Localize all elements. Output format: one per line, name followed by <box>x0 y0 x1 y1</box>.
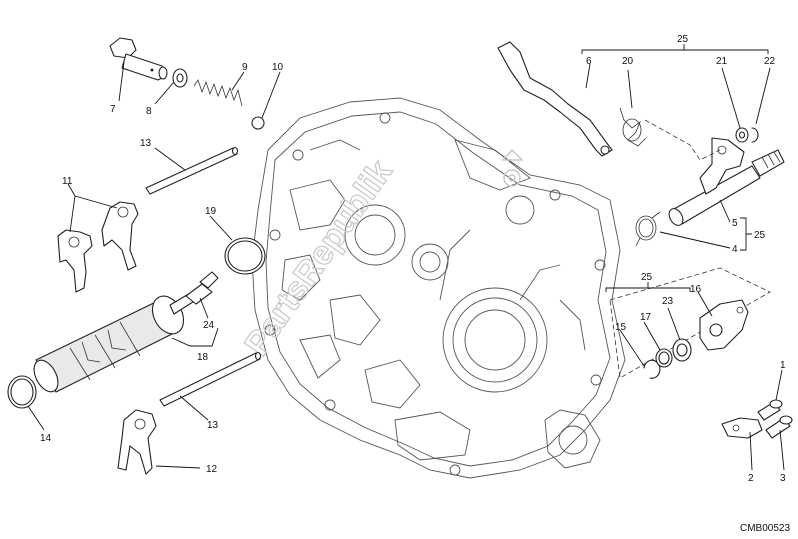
gear-logo-icon <box>501 148 524 187</box>
circlip-22 <box>751 127 759 143</box>
fork-shaft-upper <box>145 146 239 195</box>
callout-24: 24 <box>203 320 215 331</box>
callout-13-upper: 13 <box>140 138 152 149</box>
diagram-code: CMB00523 <box>740 523 790 534</box>
ball-10 <box>251 116 265 130</box>
callout-14: 14 <box>40 433 52 444</box>
callout-16: 16 <box>690 284 702 295</box>
callout-2: 2 <box>748 473 754 484</box>
callout-3: 3 <box>780 473 786 484</box>
detent-plate-16 <box>699 299 749 351</box>
callout-25-top: 25 <box>677 34 689 45</box>
gear-shift-shaft <box>668 137 785 226</box>
washer-23 <box>672 338 692 362</box>
callout-15: 15 <box>615 322 627 333</box>
callout-23: 23 <box>662 296 674 307</box>
screw-3 <box>765 415 793 439</box>
callout-20: 20 <box>622 56 634 67</box>
callout-22: 22 <box>764 56 776 67</box>
callout-labels: 7 8 9 10 13 11 19 24 18 14 13 12 25 6 20… <box>40 34 786 484</box>
callout-18: 18 <box>197 352 209 363</box>
torsion-spring-4 <box>635 211 661 247</box>
callout-4: 4 <box>732 244 738 255</box>
shift-fork-11a <box>57 229 93 293</box>
fork-shaft-lower <box>159 351 262 407</box>
callout-17: 17 <box>640 312 652 323</box>
dash-lower <box>609 267 771 379</box>
callout-21: 21 <box>716 56 728 67</box>
shift-fork-12 <box>117 409 157 475</box>
o-ring-14 <box>7 375 37 409</box>
callout-7: 7 <box>110 104 116 115</box>
lever-spring-20 <box>619 107 647 147</box>
callout-25-lower: 25 <box>641 272 653 283</box>
shift-lever-6 <box>497 41 613 157</box>
callout-9: 9 <box>242 62 248 73</box>
dash-upper <box>644 119 721 161</box>
leader-lines <box>27 44 785 471</box>
washer-8 <box>172 68 188 88</box>
callout-12: 12 <box>206 464 218 475</box>
callout-5: 5 <box>732 218 738 229</box>
callout-6: 6 <box>586 56 592 67</box>
washer-21 <box>735 127 749 143</box>
crankcase-half <box>251 97 626 479</box>
callout-8: 8 <box>146 106 152 117</box>
callout-10: 10 <box>272 62 284 73</box>
o-ring-19 <box>224 237 266 275</box>
washer-17 <box>655 348 673 368</box>
shift-fork-11b <box>101 201 139 271</box>
position-sensor-24 <box>185 271 219 305</box>
callout-13-lower: 13 <box>207 420 219 431</box>
callout-1: 1 <box>780 360 786 371</box>
screw-1 <box>757 399 783 421</box>
callout-19: 19 <box>205 206 217 217</box>
callout-11: 11 <box>62 176 73 187</box>
selector-shaft-bolt <box>109 37 168 81</box>
bracket-2 <box>721 417 763 439</box>
selector-drum <box>33 291 197 393</box>
return-spring-9 <box>193 79 243 107</box>
callout-25-right: 25 <box>754 230 766 241</box>
